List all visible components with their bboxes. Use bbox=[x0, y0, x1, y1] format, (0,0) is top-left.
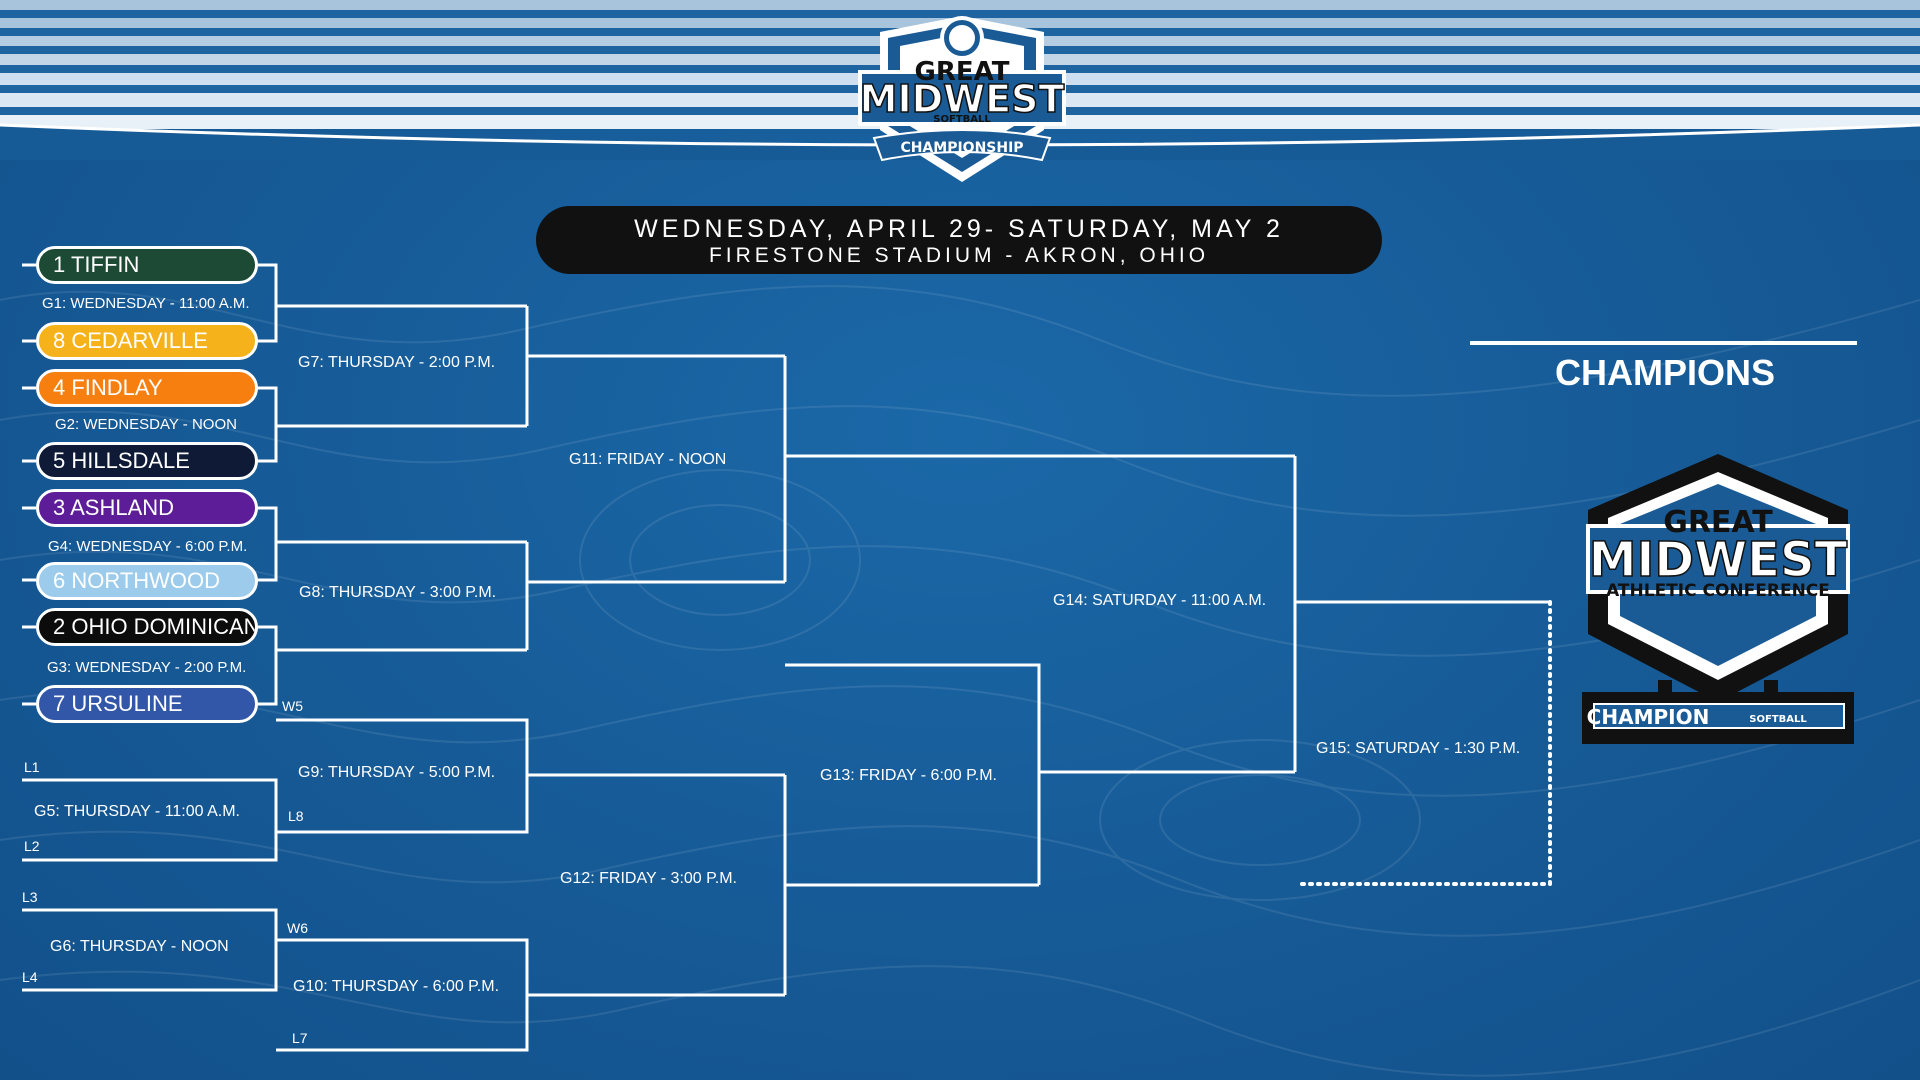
slot-l3: L3 bbox=[22, 889, 38, 905]
trophy-great: GREAT bbox=[1663, 505, 1773, 540]
slot-w5: W5 bbox=[282, 698, 303, 714]
slot-l1: L1 bbox=[24, 759, 40, 775]
championship-logo: GREAT MIDWEST SOFTBALL CHAMPIONSHIP bbox=[858, 16, 1066, 182]
event-banner: WEDNESDAY, APRIL 29- SATURDAY, MAY 2 FIR… bbox=[536, 206, 1382, 274]
slot-w6: W6 bbox=[287, 920, 308, 936]
team-pill-tiffin[interactable]: 1 TIFFIN bbox=[36, 246, 258, 284]
team-pill-hillsdale[interactable]: 5 HILLSDALE bbox=[36, 442, 258, 480]
slot-l7: L7 bbox=[292, 1030, 308, 1046]
game-label-g4: G4: WEDNESDAY - 6:00 P.M. bbox=[48, 538, 248, 555]
game-label-g9: G9: THURSDAY - 5:00 P.M. bbox=[298, 764, 496, 781]
game-label-g7: G7: THURSDAY - 2:00 P.M. bbox=[298, 354, 496, 371]
slot-l2: L2 bbox=[24, 838, 40, 854]
game-label-g14: G14: SATURDAY - 11:00 A.M. bbox=[1053, 592, 1267, 609]
game-label-g5: G5: THURSDAY - 11:00 A.M. bbox=[34, 803, 240, 820]
game-label-g3: G3: WEDNESDAY - 2:00 P.M. bbox=[47, 659, 247, 676]
trophy-midwest: MIDWEST bbox=[1589, 532, 1848, 588]
champions-rule bbox=[1470, 341, 1857, 345]
champions-title: CHAMPIONS bbox=[1554, 352, 1775, 393]
event-venue: FIRESTONE STADIUM - AKRON, OHIO bbox=[708, 244, 1210, 267]
event-dates: WEDNESDAY, APRIL 29- SATURDAY, MAY 2 bbox=[634, 215, 1284, 243]
game-label-g1: G1: WEDNESDAY - 11:00 A.M. bbox=[42, 295, 250, 312]
logo-championship: CHAMPIONSHIP bbox=[900, 140, 1023, 156]
logo-great: GREAT bbox=[915, 57, 1010, 87]
trophy-icon: GREAT MIDWEST ATHLETIC CONFERENCE CHAMPI… bbox=[1582, 454, 1854, 744]
game-label-g15: G15: SATURDAY - 1:30 P.M. bbox=[1316, 740, 1521, 757]
slot-l4: L4 bbox=[22, 969, 38, 985]
game-label-g13: G13: FRIDAY - 6:00 P.M. bbox=[820, 767, 997, 784]
slot-l8: L8 bbox=[288, 808, 304, 824]
game-label-g12: G12: FRIDAY - 3:00 P.M. bbox=[560, 870, 737, 887]
team-pill-ashland[interactable]: 3 ASHLAND bbox=[36, 489, 258, 527]
team-pill-ursuline[interactable]: 7 URSULINE bbox=[36, 685, 258, 723]
game-label-g10: G10: THURSDAY - 6:00 P.M. bbox=[293, 978, 500, 995]
team-pill-ohio-dominican[interactable]: 2 OHIO DOMINICAN bbox=[36, 608, 258, 646]
game-label-g11: G11: FRIDAY - NOON bbox=[569, 451, 727, 468]
team-pill-findlay[interactable]: 4 FINDLAY bbox=[36, 369, 258, 407]
logo-midwest: MIDWEST bbox=[860, 77, 1065, 121]
game-label-g8: G8: THURSDAY - 3:00 P.M. bbox=[299, 584, 497, 601]
game-label-g2: G2: WEDNESDAY - NOON bbox=[55, 416, 237, 433]
trophy-champion: CHAMPION bbox=[1587, 705, 1710, 729]
logo-softball: SOFTBALL bbox=[933, 114, 991, 125]
team-pill-cedarville[interactable]: 8 CEDARVILLE bbox=[36, 322, 258, 360]
trophy-conference: ATHLETIC CONFERENCE bbox=[1606, 581, 1830, 601]
trophy-softball: SOFTBALL bbox=[1749, 714, 1807, 725]
game-label-g6: G6: THURSDAY - NOON bbox=[50, 938, 229, 955]
team-pill-northwood[interactable]: 6 NORTHWOOD bbox=[36, 562, 258, 600]
